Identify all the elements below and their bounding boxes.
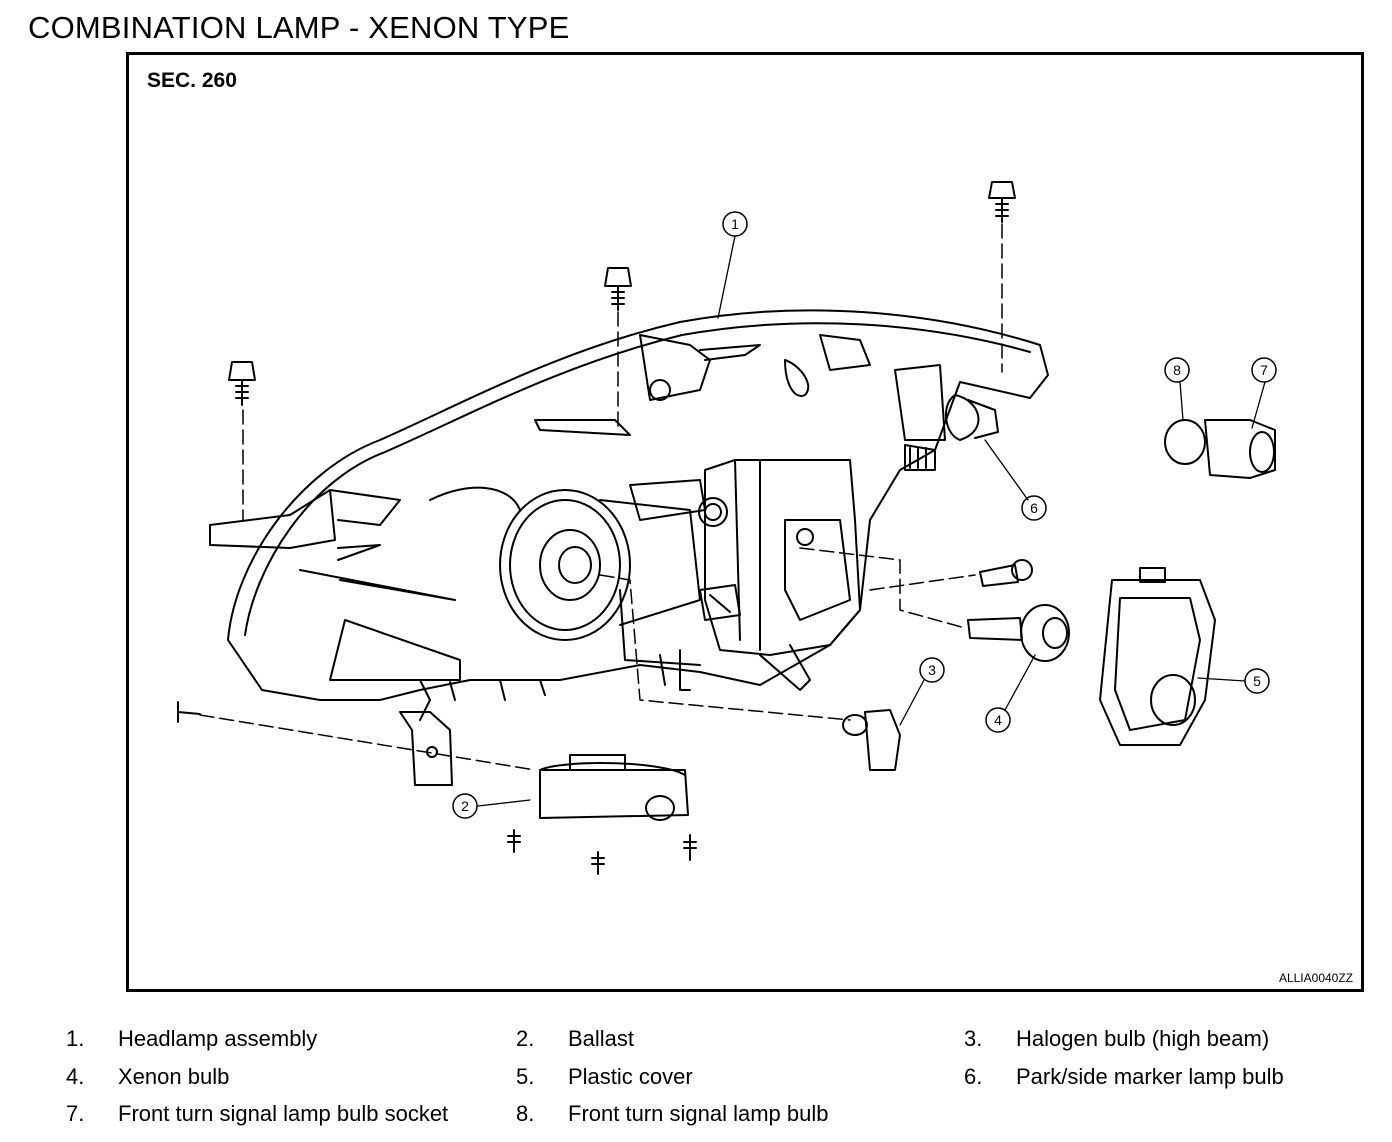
ballast-screws [507, 829, 697, 875]
svg-text:2: 2 [461, 798, 469, 814]
callout-7: 7 [1251, 357, 1277, 383]
assembly-lines [199, 223, 1003, 771]
leader-lines [477, 235, 1266, 807]
exploded-view-diagram: 1 2 3 4 5 6 7 8 [177, 181, 1277, 875]
bolt-center [604, 267, 632, 311]
section-label: SEC. 260 [147, 69, 237, 92]
svg-text:7: 7 [1260, 362, 1268, 378]
callout-1: 1 [722, 211, 748, 237]
bolt-right [988, 181, 1016, 223]
callout-6: 6 [1021, 495, 1047, 521]
turn-signal-socket [1204, 419, 1276, 479]
callout-3: 3 [919, 657, 945, 683]
plastic-cover [1099, 567, 1216, 746]
figure-code: ALLIA0040ZZ [1278, 971, 1353, 985]
svg-text:1: 1 [731, 216, 739, 232]
turn-signal-bulb [1164, 419, 1206, 465]
xenon-bulb [967, 604, 1070, 662]
callout-4: 4 [985, 707, 1011, 733]
halogen-bulb [842, 709, 901, 771]
callout-2: 2 [452, 793, 478, 819]
bolt-left [228, 361, 256, 406]
page-title: COMBINATION LAMP - XENON TYPE [28, 10, 570, 45]
headlamp-assembly [209, 309, 1049, 721]
svg-text:5: 5 [1253, 673, 1261, 689]
callout-5: 5 [1244, 668, 1270, 694]
svg-text:8: 8 [1173, 362, 1181, 378]
screw-center-right [979, 559, 1033, 587]
mounting-bracket [399, 711, 453, 786]
svg-text:6: 6 [1030, 500, 1038, 516]
screw-left-pin [177, 701, 201, 723]
svg-text:4: 4 [994, 712, 1002, 728]
callout-8: 8 [1164, 357, 1190, 383]
diagram-frame: SEC. 260 ALLIA0040ZZ [126, 52, 1364, 992]
svg-text:3: 3 [928, 662, 936, 678]
ballast [539, 754, 689, 821]
